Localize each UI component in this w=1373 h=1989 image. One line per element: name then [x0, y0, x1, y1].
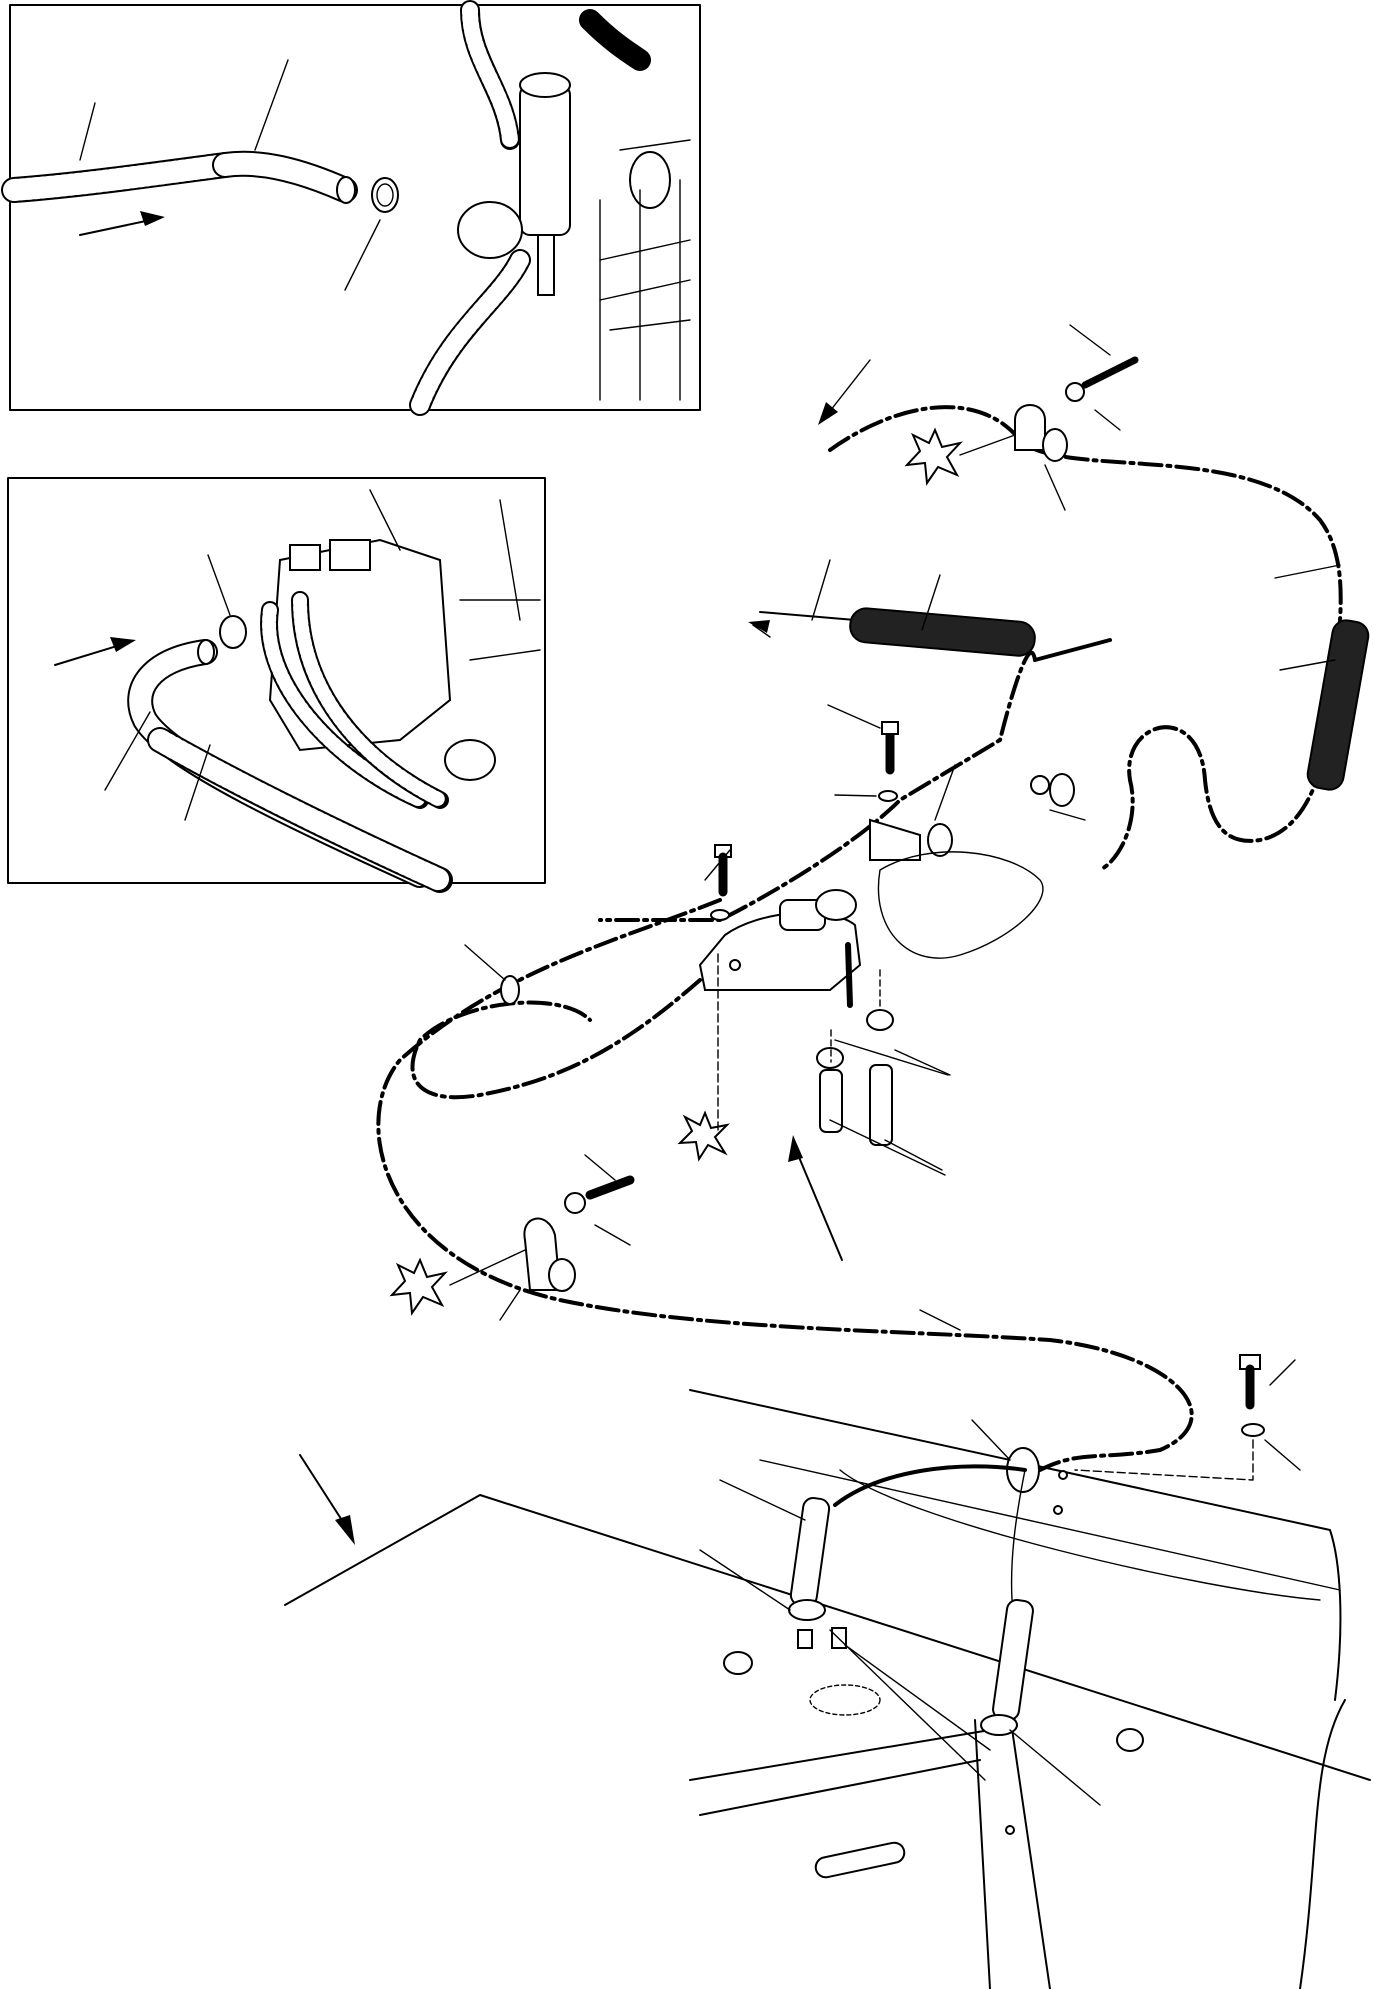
grommet-mid [1049, 773, 1075, 807]
leader-2b [104, 711, 151, 791]
hose-clamp-2 [219, 615, 247, 649]
arrow-icon [335, 1515, 355, 1545]
bolt-top [1081, 356, 1139, 389]
anchor-star-icon [904, 427, 963, 486]
leader-top-washer [1094, 409, 1121, 431]
line-bracket-mid [869, 818, 921, 861]
inset-pump-connection [7, 477, 546, 893]
protective-sleeve-2 [849, 607, 1036, 657]
anchor-star-icon [389, 1257, 448, 1316]
hose-clamp-1 [371, 177, 399, 213]
leader-1c [344, 219, 381, 291]
tank-opening [809, 1684, 881, 1716]
washer-mid [878, 790, 898, 802]
tank-plug-1 [723, 1651, 753, 1675]
arrow-icon [299, 1454, 346, 1526]
grommet-lower [548, 1258, 576, 1292]
inset-frame-2 [7, 477, 546, 884]
leader-1a [79, 102, 96, 161]
washer-right [1241, 1423, 1265, 1437]
leader-2a [207, 554, 231, 616]
arrow-icon [818, 402, 838, 425]
bolt-lower [585, 1175, 635, 1200]
fuel-filter-body [519, 84, 571, 236]
feed-fuel-line [598, 650, 1037, 922]
clamp-small-1 [816, 1047, 844, 1069]
injection-pump-body [268, 538, 452, 752]
leader-top-bolt [1069, 324, 1111, 356]
arrow-icon [752, 624, 771, 638]
filter-bowl [457, 201, 523, 259]
clamp-small-2 [866, 1009, 894, 1031]
leader-1b [254, 59, 289, 151]
arrow-icon [140, 211, 165, 226]
main-fuel-line-routing [284, 324, 1371, 1989]
tank-clamp-2 [980, 1714, 1018, 1736]
line-clip [500, 975, 520, 1005]
inset-frame-1 [9, 4, 701, 411]
line-bracket-top [1014, 404, 1046, 451]
leader-2c [184, 744, 211, 821]
protective-sleeve-1 [1306, 619, 1370, 791]
washer-lower [564, 1192, 586, 1214]
arrow-icon [748, 620, 770, 633]
loop-fuel-line [376, 898, 1194, 1472]
tank-plug-2 [1116, 1728, 1144, 1752]
tank-outline-left [284, 1494, 1371, 1781]
tank-slot [814, 1841, 906, 1879]
arrow-icon [788, 1135, 803, 1162]
inset-engine-connection [1, 0, 701, 416]
leader-top-bracket [1044, 464, 1066, 511]
mount-outline [877, 851, 1044, 959]
arrow-icon [110, 637, 136, 652]
grommet-top [1042, 428, 1068, 462]
tank-clamp-1 [788, 1599, 826, 1621]
short-hose-1 [819, 1069, 843, 1133]
leader-supply [811, 559, 831, 621]
arrow-icon [795, 1149, 843, 1261]
tank-right-edge [1299, 1699, 1346, 1989]
hose-end-1 [336, 176, 356, 204]
supply-line-end [759, 611, 856, 621]
washer-top [1065, 382, 1085, 402]
short-hose-2 [869, 1064, 893, 1146]
tank-supply-line [833, 1464, 1027, 1507]
anchor-star-icon [677, 1110, 730, 1162]
tank-hose-1 [789, 1497, 831, 1607]
